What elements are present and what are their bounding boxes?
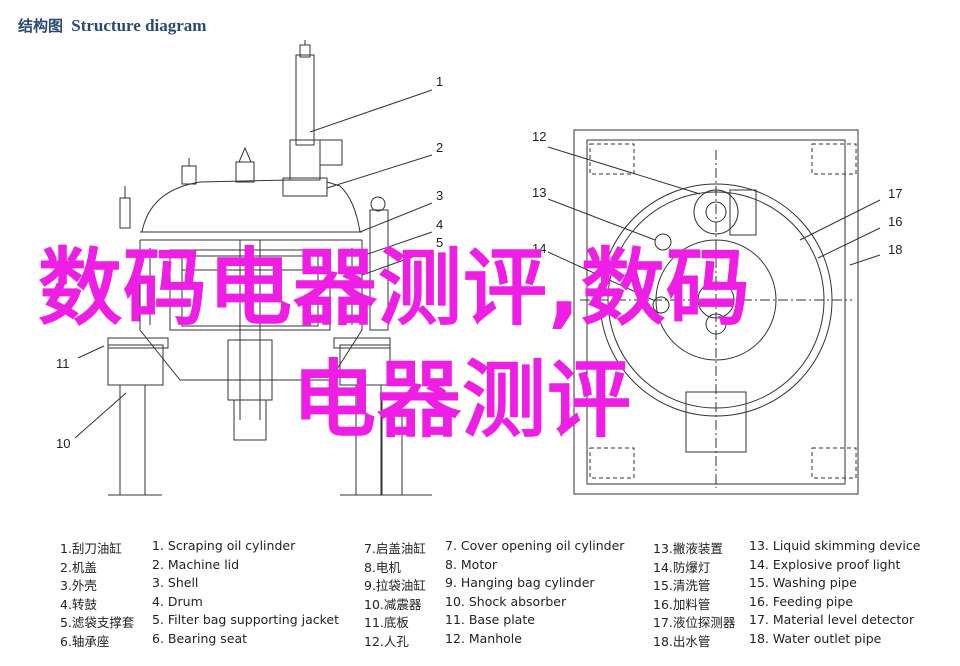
- header-title-zh: 结构图: [18, 17, 64, 35]
- legend-col1-item-2: 2.机盖: [60, 559, 97, 575]
- legend-col4-item-1: 7. Cover opening oil cylinder: [445, 538, 625, 553]
- callout-10: 10: [56, 436, 70, 451]
- legend-col1-item-4: 4.转鼓: [60, 596, 97, 612]
- legend-col2-item-6: 6. Bearing seat: [152, 631, 248, 646]
- legend-col5-item-4: 16.加料管: [653, 596, 711, 612]
- legend-col3-item-6: 12.人孔: [364, 634, 409, 649]
- diagram-header: 结构图 Structure diagram: [18, 15, 206, 36]
- legend-col1-item-6: 6.轴承座: [60, 634, 110, 649]
- watermark-line-1: 数码电器测评,数码: [38, 239, 751, 337]
- legend-col5-item-5: 17.液位探测器: [653, 615, 736, 631]
- callout-5: 5: [436, 235, 443, 250]
- legend-col2-item-2: 2. Machine lid: [152, 556, 240, 572]
- callout-16: 16: [888, 214, 902, 229]
- legend-col6-item-1: 13. Liquid skimming device: [749, 538, 921, 553]
- legend-col5-item-2: 14.防爆灯: [653, 559, 711, 575]
- callout-17: 17: [888, 186, 902, 201]
- legend-col2-item-1: 1. Scraping oil cylinder: [152, 538, 296, 553]
- legend-col5-item-3: 15.清洗管: [653, 578, 711, 594]
- callout-13: 13: [532, 185, 546, 200]
- legend-col3-item-2: 8.电机: [364, 559, 401, 575]
- callout-4: 4: [436, 217, 443, 232]
- callout-12: 12: [532, 129, 546, 144]
- legend-col2-item-3: 3. Shell: [152, 575, 199, 591]
- legend-col1-item-1: 1.刮刀油缸: [60, 541, 122, 556]
- legend-col2-item-4: 4. Drum: [152, 593, 203, 609]
- legend-col6-item-2: 14. Explosive proof light: [749, 556, 901, 572]
- legend-col4-item-3: 9. Hanging bag cylinder: [445, 575, 595, 591]
- watermark-line-2: 电器测评: [292, 351, 633, 449]
- callout-2: 2: [436, 140, 443, 155]
- legend-col1-item-3: 3.外壳: [60, 578, 97, 594]
- structure-drawing: 1 2 3 4 5 11 10 12 13 14 17 16 18: [56, 40, 902, 496]
- legend-col3-item-4: 10.减震器: [364, 596, 422, 612]
- top-view: [547, 129, 881, 495]
- callout-11: 11: [56, 356, 70, 371]
- legend-col3-item-3: 9.拉袋油缸: [364, 578, 426, 594]
- legend-col4-item-5: 11. Base plate: [445, 612, 535, 628]
- legend-col3-item-5: 11.底板: [364, 615, 409, 631]
- legend-col6-item-3: 15. Washing pipe: [749, 575, 857, 591]
- header-title-en: Structure diagram: [71, 16, 207, 35]
- legend-col4-item-2: 8. Motor: [445, 556, 498, 572]
- callout-14: 14: [532, 241, 546, 256]
- legend-col4-item-6: 12. Manhole: [445, 631, 522, 646]
- side-view: [74, 40, 433, 496]
- legend-col5-item-1: 13.撇液装置: [653, 541, 723, 556]
- legend-col5-item-6: 18.出水管: [653, 634, 711, 649]
- callout-3: 3: [436, 188, 443, 203]
- callout-1: 1: [436, 74, 443, 89]
- legend-col6-item-5: 17. Material level detector: [749, 612, 915, 628]
- legend-col6-item-6: 18. Water outlet pipe: [749, 631, 882, 646]
- legend-col2-item-5: 5. Filter bag supporting jacket: [152, 612, 340, 628]
- legend-col6-item-4: 16. Feeding pipe: [749, 593, 854, 609]
- legend-col4-item-4: 10. Shock absorber: [445, 593, 567, 609]
- callout-18: 18: [888, 242, 902, 257]
- legend-col3-item-1: 7.启盖油缸: [364, 541, 426, 556]
- legend-col1-item-5: 5.滤袋支撑套: [60, 615, 135, 631]
